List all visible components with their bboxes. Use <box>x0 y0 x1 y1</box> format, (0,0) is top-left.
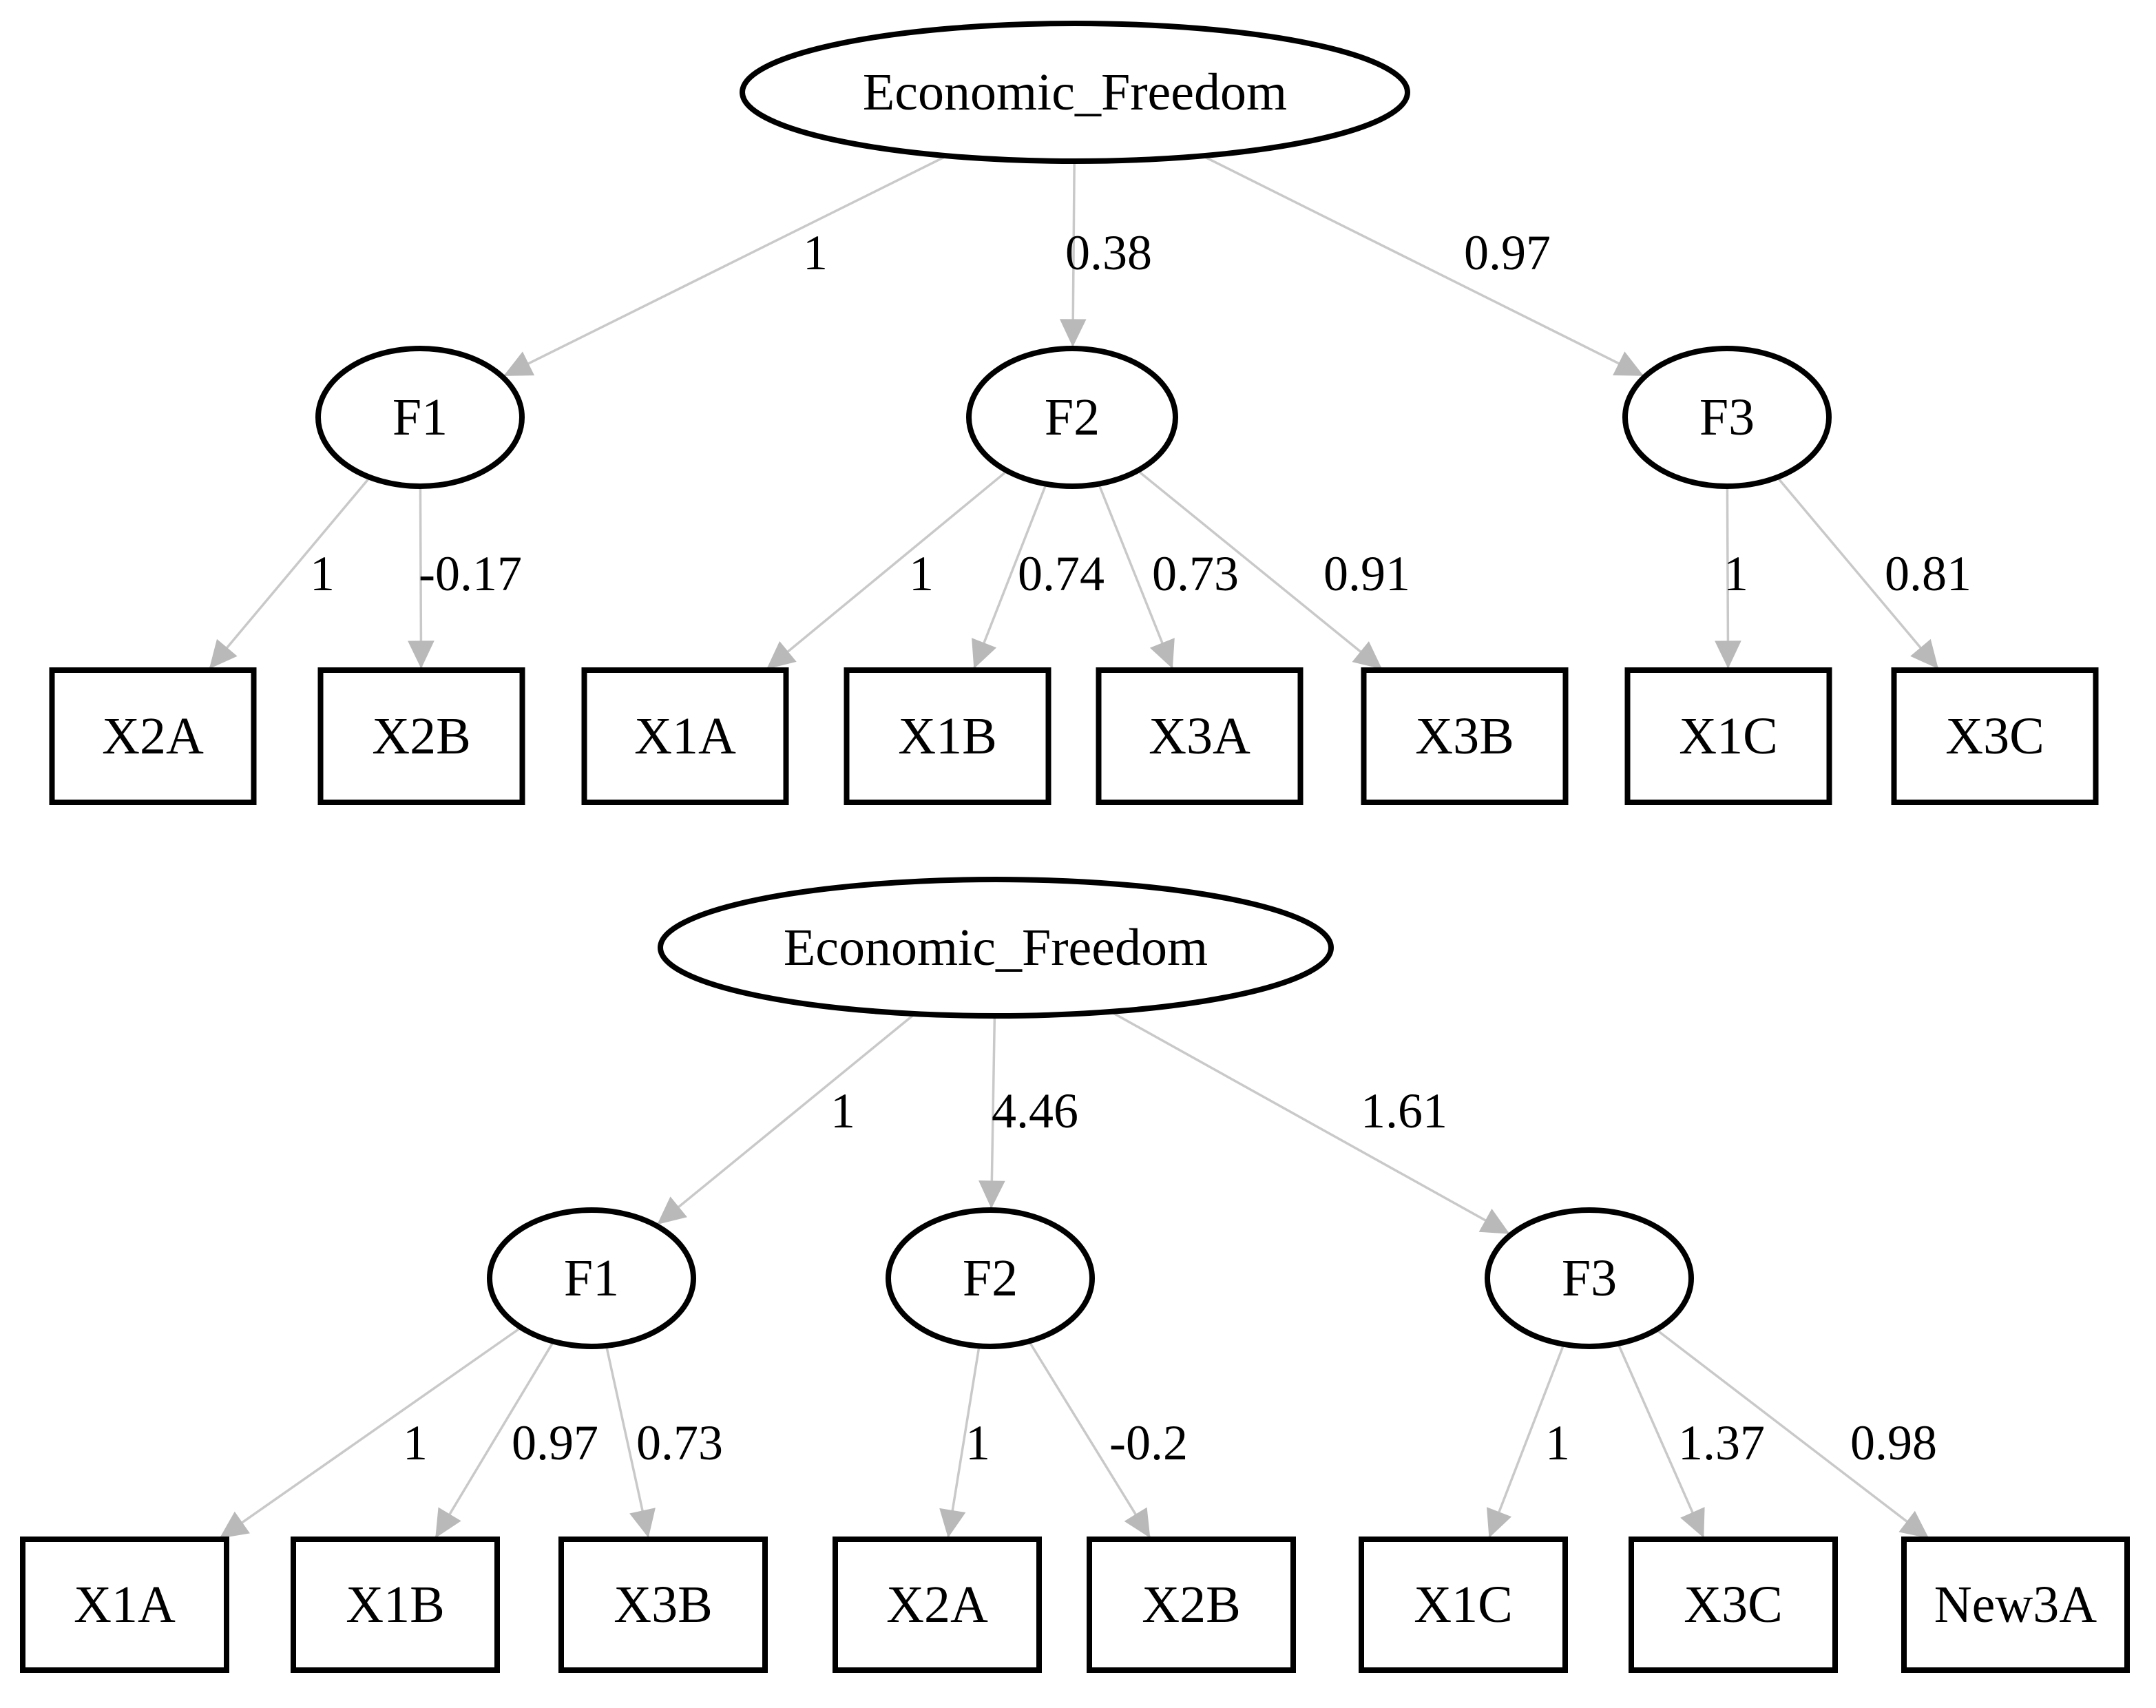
factor-f3-label: F3 <box>1562 1249 1617 1307</box>
edge-f3-new3a <box>1655 1329 1929 1539</box>
edge-ef-f1 <box>503 154 948 377</box>
edge-f2-x1a <box>766 470 1008 669</box>
edge-ef-f3 <box>1110 1010 1510 1235</box>
edge-f3-x3c <box>1776 476 1939 669</box>
indicator-x3b-label: X3B <box>1415 707 1514 765</box>
latent-economic_freedom-ellipse <box>740 21 1410 164</box>
factor-f3-ellipse <box>1622 346 1832 489</box>
factor-f1-ellipse <box>487 1207 696 1349</box>
indicator-x1a-label: X1A <box>634 707 736 765</box>
edge-label-f1-x1b: 0.97 <box>512 1415 598 1470</box>
edge-label-f3-x1c: 1 <box>1545 1415 1570 1470</box>
edge-label-f2-x1b: 0.74 <box>1018 546 1105 601</box>
indicator-x3c-box <box>1629 1537 1838 1673</box>
edge-label-f1-x2a: 1 <box>310 546 335 601</box>
edge-f1-x2a <box>209 476 371 669</box>
factor-f2-ellipse <box>966 346 1178 489</box>
indicator-x3b-label: X3B <box>614 1576 713 1634</box>
edge-label-ef-f2: 4.46 <box>992 1083 1078 1138</box>
edge-f2-x3a <box>1097 483 1175 669</box>
indicator-x1c-label: X1C <box>1414 1576 1513 1634</box>
indicator-x2b-box <box>317 667 525 805</box>
edge-f1-x1a <box>219 1326 522 1539</box>
edge-label-ef-f1: 1 <box>803 225 828 280</box>
indicator-x2b-label: X2B <box>1142 1576 1241 1634</box>
indicator-x2a-box <box>49 667 257 805</box>
factor-f1-label: F1 <box>393 388 448 446</box>
indicator-x1a-label: X1A <box>74 1576 176 1634</box>
edge-label-f1-x3b: 0.73 <box>636 1415 723 1470</box>
edge-f1-x2b <box>408 486 435 669</box>
factor-f3-label: F3 <box>1699 388 1755 446</box>
indicator-x1b-label: X1B <box>898 707 997 765</box>
edge-f1-x1b <box>435 1340 555 1539</box>
edge-label-f1-x1a: 1 <box>403 1415 428 1470</box>
edge-ef-f3 <box>1202 154 1644 377</box>
factor-f1-label: F1 <box>564 1249 619 1307</box>
edge-ef-f1 <box>657 1012 916 1225</box>
edge-f2-x1b <box>972 483 1047 669</box>
indicator-x1c-label: X1C <box>1679 707 1778 765</box>
edge-ef-f2 <box>1059 160 1087 347</box>
latent-economic_freedom-ellipse <box>658 877 1334 1019</box>
edge-f2-x2a <box>939 1346 981 1538</box>
indicator-x2b-box <box>1087 1537 1296 1673</box>
edge-label-f2-x3a: 0.73 <box>1152 546 1239 601</box>
edge-label-f2-x2a: 1 <box>965 1415 990 1470</box>
edge-label-ef-f1: 1 <box>830 1083 855 1138</box>
indicator-x3c-label: X3C <box>1684 1576 1783 1634</box>
indicator-x1c-box <box>1624 667 1832 805</box>
indicator-new3a-label: New3A <box>1934 1576 2097 1634</box>
factor-f3-ellipse <box>1485 1207 1694 1349</box>
edge-label-f2-x2b: -0.2 <box>1109 1415 1188 1470</box>
indicator-x3a-box <box>1096 667 1304 805</box>
edge-f2-x3b <box>1137 469 1383 669</box>
indicator-new3a-box <box>1901 1537 2130 1673</box>
factor-f1-ellipse <box>315 346 525 489</box>
factor-f2-label: F2 <box>1045 388 1100 446</box>
indicator-x3a-label: X3A <box>1149 707 1250 765</box>
indicator-x2a-box <box>833 1537 1042 1673</box>
edge-label-f3-x3c: 1.37 <box>1678 1415 1765 1470</box>
edge-f1-x3b <box>605 1345 656 1538</box>
edge-ef-f2 <box>978 1015 1005 1209</box>
edge-f3-x3c <box>1617 1343 1705 1538</box>
indicator-x3b-box <box>558 1537 768 1673</box>
latent-economic_freedom-label: Economic_Freedom <box>863 63 1287 121</box>
edge-label-f2-x1a: 1 <box>909 546 934 601</box>
indicator-x1b-box <box>291 1537 500 1673</box>
indicator-x1b-label: X1B <box>346 1576 445 1634</box>
edge-label-f3-x1c: 1 <box>1724 546 1748 601</box>
indicator-x1b-box <box>844 667 1051 805</box>
edge-f3-x1c <box>1486 1344 1565 1539</box>
edge-label-f3-x3c: 0.81 <box>1885 546 1971 601</box>
indicator-x1a-box <box>581 667 789 805</box>
edge-f2-x2b <box>1027 1340 1151 1539</box>
edge-label-ef-f2: 0.38 <box>1065 225 1152 280</box>
indicator-x1a-box <box>20 1537 229 1673</box>
indicator-x1c-box <box>1359 1537 1568 1673</box>
indicator-x2a-label: X2A <box>102 707 204 765</box>
edge-label-ef-f3: 1.61 <box>1361 1083 1447 1138</box>
factor-f2-ellipse <box>886 1207 1095 1349</box>
indicator-x3b-box <box>1361 667 1569 805</box>
edge-label-f3-new3a: 0.98 <box>1850 1415 1937 1470</box>
edge-label-ef-f3: 0.97 <box>1464 225 1551 280</box>
edge-label-f2-x3b: 0.91 <box>1323 546 1410 601</box>
edge-f3-x1c <box>1715 486 1741 669</box>
factor-f2-label: F2 <box>963 1249 1018 1307</box>
indicator-x3c-label: X3C <box>1945 707 2044 765</box>
indicator-x3c-box <box>1891 667 2099 805</box>
latent-economic_freedom-label: Economic_Freedom <box>784 919 1208 977</box>
indicator-x2a-label: X2A <box>886 1576 988 1634</box>
indicator-x2b-label: X2B <box>372 707 471 765</box>
edge-label-f1-x2b: -0.17 <box>419 546 522 601</box>
